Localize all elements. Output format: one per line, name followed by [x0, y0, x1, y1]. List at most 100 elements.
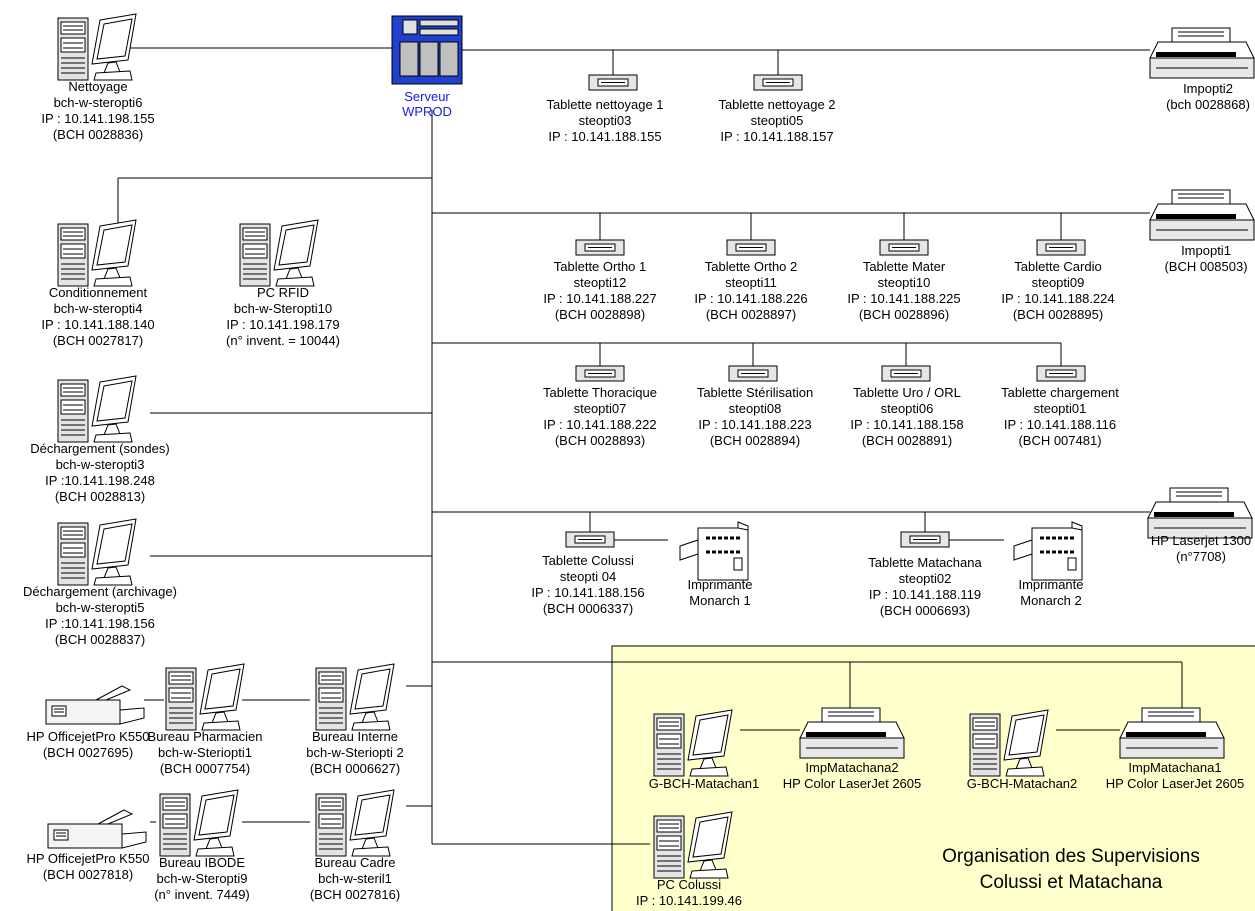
printer-icon: [1147, 487, 1253, 539]
tablet-colussi[interactable]: Tablette Colussi steopti 04 IP : 10.141.…: [531, 531, 645, 616]
printer-monarch-1[interactable]: Imprimante Monarch 1: [678, 520, 753, 608]
printer-label-2: Monarch 2: [1020, 593, 1081, 608]
tablet-label-1: Tablette Matachana: [868, 555, 982, 570]
tablet-label-4: (BCH 0028897): [706, 307, 796, 322]
printer-icon: [1149, 27, 1255, 79]
workstation-bureau-interne[interactable]: Bureau Interne bch-w-Steriopti 2 (BCH 00…: [306, 663, 404, 776]
tablet-uro-orl[interactable]: Tablette Uro / ORL steopti06 IP : 10.141…: [850, 365, 964, 448]
tablet-thoracique[interactable]: Tablette Thoracique steopti07 IP : 10.14…: [543, 365, 657, 448]
printer-impopti2[interactable]: Impopti2 (bch 0028868): [1149, 27, 1255, 112]
workstation-label-4: (BCH 0028836): [53, 127, 143, 142]
workstation-icon: [315, 663, 395, 731]
workstation-bureau-cadre[interactable]: Bureau Cadre bch-w-steril1 (BCH 0027816): [310, 789, 400, 902]
workstation-icon: [159, 789, 239, 857]
server-icon: [391, 15, 463, 85]
tablet-label-1: Tablette Colussi: [542, 553, 634, 568]
printer-label-1: Impopti1: [1181, 243, 1231, 258]
tablet-label-2: steopti01: [1034, 401, 1087, 416]
workstation-pc-rfid[interactable]: PC RFID bch-w-Steropti10 IP : 10.141.198…: [226, 219, 340, 348]
tablet-label-4: (BCH 0028898): [555, 307, 645, 322]
printer-officejet-2[interactable]: HP OfficejetPro K550 (BCH 0027818): [26, 809, 150, 882]
workstation-label-1: Bureau Cadre: [315, 855, 396, 870]
tablet-ortho-1[interactable]: Tablette Ortho 1 steopti12 IP : 10.141.1…: [543, 239, 657, 322]
workstation-bureau-pharmacien[interactable]: Bureau Pharmacien bch-w-Steriopti1 (BCH …: [148, 663, 263, 776]
tablet-chargement[interactable]: Tablette chargement steopti01 IP : 10.14…: [1001, 365, 1119, 448]
tablet-label-1: Tablette nettoyage 1: [546, 97, 663, 112]
workstation-label-3: IP :10.141.198.156: [45, 616, 155, 631]
tablet-icon: [565, 531, 615, 548]
printer-label-2: HP Color LaserJet 2605: [783, 776, 922, 791]
tablet-label-2: steopti09: [1032, 275, 1085, 290]
workstation-dechargement-archivage[interactable]: Déchargement (archivage) bch-w-steropti5…: [23, 518, 177, 647]
tablet-label-2: steopti 04: [560, 569, 616, 584]
workstation-g-bch-matachan2[interactable]: G-BCH-Matachan2: [967, 709, 1078, 791]
server-wprod[interactable]: Serveur WPROD: [391, 15, 463, 119]
workstation-bureau-ibode[interactable]: Bureau IBODE bch-w-Steropti9 (n° invent.…: [154, 789, 250, 902]
tablet-icon: [575, 239, 625, 256]
tablet-label-1: Tablette Thoracique: [543, 385, 657, 400]
workstation-pc-colussi[interactable]: PC Colussi IP : 10.141.199.46: [636, 811, 742, 908]
printer-icon: [1149, 189, 1255, 241]
officejet-printer-icon: [47, 809, 147, 849]
monarch-printer-icon: [678, 520, 750, 582]
printer-label-1: HP OfficejetPro K550: [26, 851, 149, 866]
tablet-mater[interactable]: Tablette Mater steopti10 IP : 10.141.188…: [847, 239, 961, 322]
workstation-label-3: (BCH 0006627): [310, 761, 400, 776]
workstation-g-bch-matachan1[interactable]: G-BCH-Matachan1: [649, 709, 760, 791]
tablet-label-2: steopti03: [579, 113, 632, 128]
tablet-icon: [1036, 365, 1086, 382]
tablet-matachana[interactable]: Tablette Matachana steopti02 IP : 10.141…: [868, 531, 983, 618]
printer-label-1: Imprimante: [1018, 577, 1083, 592]
printer-label-2: HP Color LaserJet 2605: [1106, 776, 1245, 791]
printer-label-2: (bch 0028868): [1166, 97, 1250, 112]
workstation-label-4: (BCH 0028837): [55, 632, 145, 647]
workstation-icon: [315, 789, 395, 857]
tablet-icon: [1036, 239, 1086, 256]
workstation-icon: [57, 13, 137, 81]
tablet-label-4: (BCH 0028895): [1013, 307, 1103, 322]
tablet-sterilisation[interactable]: Tablette Stérilisation steopti08 IP : 10…: [697, 365, 813, 448]
tablet-label-3: IP : 10.141.188.227: [543, 291, 656, 306]
tablet-label-4: (BCH 0028894): [710, 433, 800, 448]
workstation-nettoyage[interactable]: Nettoyage bch-w-steropti6 IP : 10.141.19…: [41, 13, 155, 142]
workstation-label-2: bch-w-steropti4: [54, 301, 143, 316]
printer-impmatachana2[interactable]: ImpMatachana2 HP Color LaserJet 2605: [783, 707, 922, 791]
workstation-icon: [57, 518, 137, 586]
workstation-label-2: IP : 10.141.199.46: [636, 893, 742, 908]
printer-label-2: (BCH 0027818): [43, 867, 133, 882]
printer-hp-laserjet-1300[interactable]: HP Laserjet 1300 (n°7708): [1147, 487, 1253, 564]
tablet-nettoyage-1[interactable]: Tablette nettoyage 1 steopti03 IP : 10.1…: [546, 74, 664, 144]
tablet-label-4: (BCH 0028891): [862, 433, 952, 448]
tablet-label-3: IP : 10.141.188.223: [698, 417, 811, 432]
tablet-ortho-2[interactable]: Tablette Ortho 2 steopti11 IP : 10.141.1…: [694, 239, 808, 322]
workstation-label-3: IP : 10.141.198.179: [226, 317, 339, 332]
workstation-label-4: (n° invent. = 10044): [226, 333, 340, 348]
tablet-label-1: Tablette Mater: [863, 259, 946, 274]
workstation-icon: [57, 375, 137, 443]
printer-impopti1[interactable]: Impopti1 (BCH 008503): [1149, 189, 1255, 274]
tablet-label-1: Tablette Ortho 1: [554, 259, 647, 274]
printer-label-1: ImpMatachana2: [805, 760, 898, 775]
tablet-icon: [881, 365, 931, 382]
printer-impmatachana1[interactable]: ImpMatachana1 HP Color LaserJet 2605: [1106, 707, 1245, 791]
workstation-label-4: (BCH 0027817): [53, 333, 143, 348]
printer-officejet-1[interactable]: HP OfficejetPro K550 (BCH 0027695): [26, 685, 150, 760]
workstation-icon: [165, 663, 245, 731]
workstation-conditionnement[interactable]: Conditionnement bch-w-steropti4 IP : 10.…: [41, 219, 155, 348]
tablet-label-3: IP : 10.141.188.116: [1004, 417, 1116, 432]
workstation-dechargement-sondes[interactable]: Déchargement (sondes) bch-w-steropti3 IP…: [30, 375, 170, 504]
zone-title-line-2: Colussi et Matachana: [980, 872, 1163, 893]
tablet-label-3: IP : 10.141.188.222: [543, 417, 656, 432]
printer-monarch-2[interactable]: Imprimante Monarch 2: [1012, 520, 1084, 608]
tablet-label-2: steopti07: [574, 401, 627, 416]
tablet-label-1: Tablette Cardio: [1014, 259, 1101, 274]
monarch-printer-icon: [1012, 520, 1084, 582]
officejet-printer-icon: [45, 685, 145, 725]
workstation-label-3: (BCH 0027816): [310, 887, 400, 902]
workstation-label-1: Bureau Interne: [312, 729, 398, 744]
workstation-label-1: Nettoyage: [68, 79, 127, 94]
printer-label-1: Impopti2: [1183, 81, 1233, 96]
tablet-cardio[interactable]: Tablette Cardio steopti09 IP : 10.141.18…: [1001, 239, 1115, 322]
tablet-nettoyage-2[interactable]: Tablette nettoyage 2 steopti05 IP : 10.1…: [718, 74, 836, 144]
tablet-icon: [753, 74, 803, 91]
